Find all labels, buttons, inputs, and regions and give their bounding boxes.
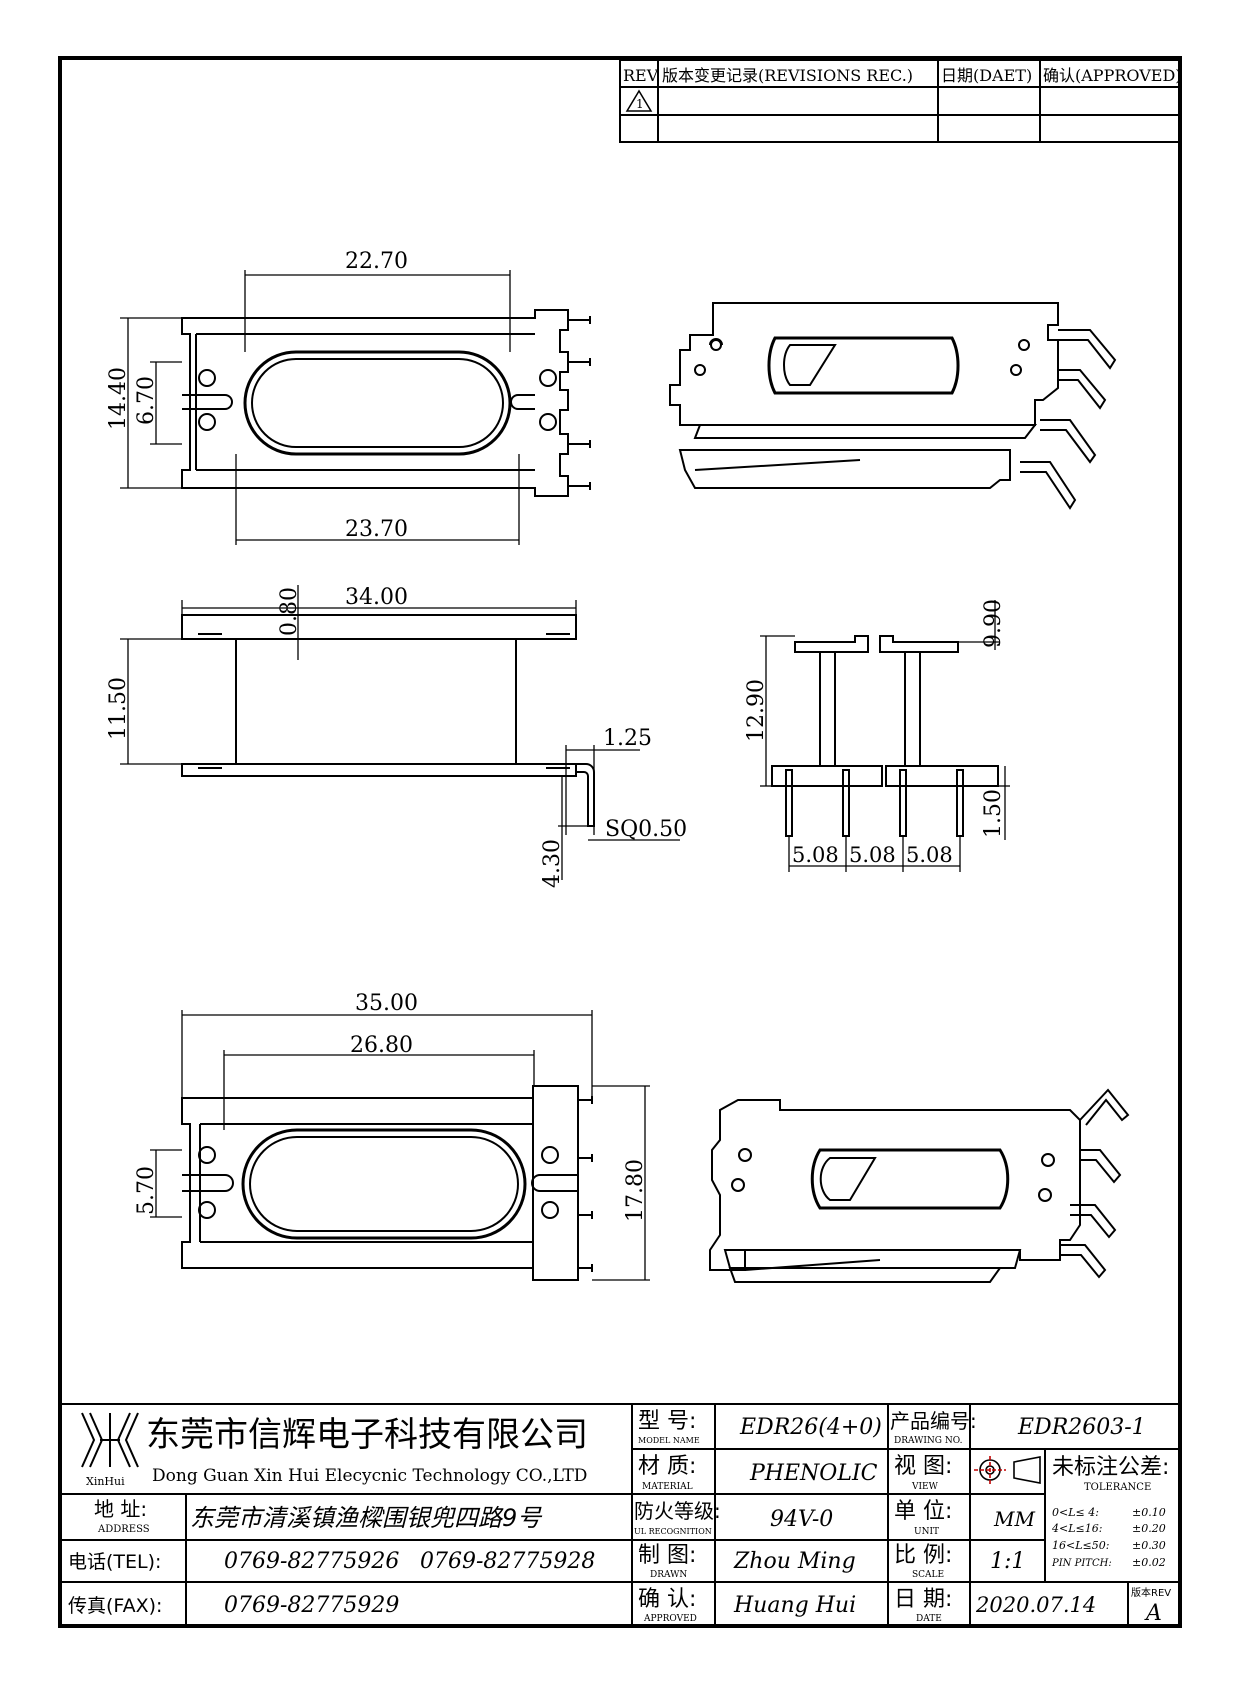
dim-pitch-1: 5.08 xyxy=(792,843,839,867)
address-value: 东莞市清溪镇渔樑围银兜四路9号 xyxy=(190,1504,543,1532)
tolerance-title: 未标注公差: xyxy=(1052,1455,1169,1480)
dim-bottom-inner: 26.80 xyxy=(350,1033,413,1058)
dim-top-width-outer: 23.70 xyxy=(345,517,408,542)
dim-pin-square: SQ0.50 xyxy=(605,817,687,842)
tolerance-value-2: ±0.20 xyxy=(1132,1522,1166,1535)
drawing-no-value: EDR2603-1 xyxy=(1017,1415,1146,1440)
unit-label-en: UNIT xyxy=(914,1527,939,1537)
drawn-value: Zhou Ming xyxy=(733,1549,856,1574)
dim-side-thickness: 0.80 xyxy=(277,587,302,636)
tolerance-range-1: 0<L≤ 4: xyxy=(1052,1506,1099,1519)
dim-bottom-slot: 5.70 xyxy=(134,1166,159,1215)
drawn-label: 制 图: xyxy=(638,1543,696,1568)
fax-label: 传真(FAX): xyxy=(68,1595,162,1617)
drawing-no-label: 产品编号: xyxy=(890,1409,977,1433)
end-view xyxy=(771,635,999,837)
address-label-en: ADDRESS xyxy=(97,1524,150,1535)
material-label: 材 质: xyxy=(638,1454,696,1479)
dim-top-height-outer: 14.40 xyxy=(106,367,131,430)
scale-label: 比 例: xyxy=(894,1543,952,1568)
ul-label-en: UL RECOGNITION xyxy=(634,1527,712,1536)
tolerance-value-4: ±0.02 xyxy=(1132,1556,1166,1569)
dim-bottom-height: 17.80 xyxy=(623,1159,648,1222)
title-block-grid xyxy=(60,1403,1180,1626)
view-label-en: VIEW xyxy=(911,1482,939,1492)
rev-label: 版本REV xyxy=(1131,1586,1171,1599)
tel-label: 电话(TEL): xyxy=(68,1551,161,1573)
bottom-view xyxy=(181,1085,593,1281)
dim-end-flange-height: 9.90 xyxy=(981,599,1006,648)
material-label-en: MATERIAL xyxy=(642,1482,693,1492)
rev-col-header: REV. xyxy=(623,66,661,85)
tolerance-value-1: ±0.10 xyxy=(1132,1506,1166,1519)
fax-value: 0769-82775929 xyxy=(224,1593,399,1618)
dim-side-height: 11.50 xyxy=(106,677,131,740)
logo-caption: XinHui xyxy=(86,1475,125,1488)
dim-end-total-height: 12.90 xyxy=(744,679,769,742)
revision-record-col-header: 版本变更记录(REVISIONS REC.) xyxy=(662,66,913,85)
revision-mark: 1 xyxy=(636,97,644,111)
dim-pin-offset: 1.25 xyxy=(603,726,652,751)
date-label-en: DATE xyxy=(916,1614,942,1624)
unit-label: 单 位: xyxy=(894,1499,952,1524)
drawing-no-label-en: DRAWING NO. xyxy=(894,1436,963,1446)
drawn-label-en: DRAWN xyxy=(650,1570,687,1580)
revision-table xyxy=(619,59,1181,143)
end-view-dims xyxy=(760,600,1010,872)
approved-value: Huang Hui xyxy=(733,1593,856,1618)
date-label: 日 期: xyxy=(894,1587,952,1612)
tolerance-range-3: 16<L≤50: xyxy=(1052,1539,1109,1552)
tolerance-value-3: ±0.30 xyxy=(1132,1539,1166,1552)
approved-col-header: 确认(APPROVED) xyxy=(1043,66,1182,85)
iso-view-upper xyxy=(669,302,1117,510)
tolerance-title-en: TOLERANCE xyxy=(1084,1482,1151,1493)
model-value: EDR26(4+0) xyxy=(739,1415,882,1440)
date-col-header: 日期(DAET) xyxy=(941,66,1032,85)
ul-value: 94V-0 xyxy=(770,1507,833,1532)
model-label-en: MODEL NAME xyxy=(638,1436,700,1445)
side-view xyxy=(181,614,595,827)
address-label: 地 址: xyxy=(94,1497,147,1521)
ul-label: 防火等级: xyxy=(634,1499,721,1523)
side-view-dims xyxy=(120,585,680,880)
company-name-en: Dong Guan Xin Hui Elecycnic Technology C… xyxy=(152,1466,587,1486)
unit-value: MM xyxy=(993,1507,1035,1531)
dim-end-pin-gap: 1.50 xyxy=(981,789,1006,838)
approved-label-en: APPROVED xyxy=(643,1614,697,1624)
company-name-cn: 东莞市信辉电子科技有限公司 xyxy=(146,1415,588,1455)
tel-value-2: 0769-82775928 xyxy=(420,1549,595,1574)
scale-value: 1:1 xyxy=(990,1549,1025,1574)
iso-view-lower xyxy=(709,1088,1130,1283)
dim-bottom-length: 35.00 xyxy=(355,991,418,1016)
top-view-dims xyxy=(120,270,520,545)
company-logo-icon xyxy=(81,1412,139,1468)
material-value: PHENOLIC xyxy=(749,1461,878,1486)
projection-symbol-icon xyxy=(974,1456,1041,1484)
dim-pitch-2: 5.08 xyxy=(849,843,896,867)
tolerance-range-2: 4<L≤16: xyxy=(1051,1522,1102,1535)
drawing-frame xyxy=(58,56,1182,1628)
scale-label-en: SCALE xyxy=(912,1570,944,1580)
dim-side-length: 34.00 xyxy=(345,585,408,610)
approved-label: 确 认: xyxy=(638,1587,696,1612)
dim-top-slot: 6.70 xyxy=(134,376,159,425)
bottom-view-dims xyxy=(150,1010,650,1281)
tel-value-1: 0769-82775926 xyxy=(224,1549,399,1574)
model-label: 型 号: xyxy=(638,1409,696,1434)
rev-value: A xyxy=(1144,1601,1162,1626)
dim-pin-length: 4.30 xyxy=(540,839,565,888)
date-value: 2020.07.14 xyxy=(975,1593,1096,1617)
dim-pitch-3: 5.08 xyxy=(906,843,953,867)
tolerance-range-4: PIN PITCH: xyxy=(1051,1558,1112,1569)
revision-triangle-icon: 1 xyxy=(625,89,653,112)
view-label: 视 图: xyxy=(894,1454,952,1479)
dim-top-width-inner: 22.70 xyxy=(345,249,408,274)
top-view xyxy=(181,309,591,497)
